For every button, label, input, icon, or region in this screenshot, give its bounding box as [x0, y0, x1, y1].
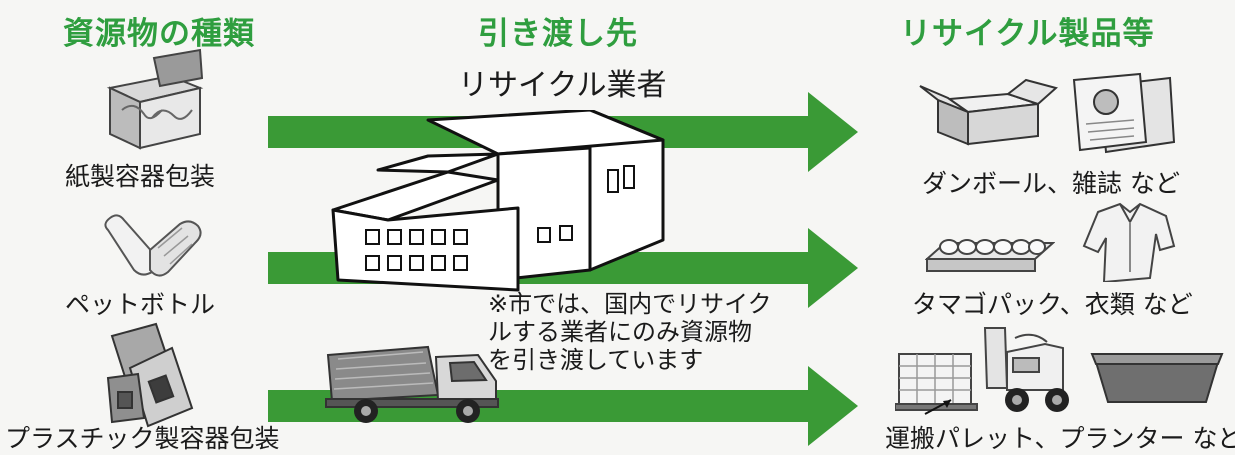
- pallet-forklift-icon: [895, 327, 1069, 415]
- paper-container-icon: [106, 48, 204, 150]
- product-label-cardboard: ダンボール、雑誌 など: [922, 169, 1180, 198]
- header-destination: 引き渡し先: [478, 16, 638, 52]
- cardboard-box-icon: [919, 78, 1058, 146]
- recycling-facility-icon: [331, 110, 665, 292]
- header-sources: 資源物の種類: [63, 16, 255, 52]
- note-line-2: ルする業者にのみ資源物: [488, 318, 752, 346]
- magazine-icon: [1072, 72, 1175, 154]
- egg-carton-icon: [925, 239, 1055, 272]
- plastic-package-icon: [106, 322, 194, 428]
- source-label-paper: 紙製容器包装: [65, 162, 216, 191]
- destination-name: リサイクル業者: [458, 68, 667, 103]
- pet-bottle-icon: [104, 214, 202, 277]
- product-label-eggpack: タマゴパック、衣類 など: [912, 290, 1193, 319]
- note-line-1: ※市では、国内でリサイク: [488, 290, 772, 318]
- clothing-icon: [1082, 202, 1176, 282]
- note-line-3: を引き渡しています: [488, 346, 704, 374]
- source-label-plastic: プラスチック製容器包装: [5, 424, 280, 453]
- planter-icon: [1090, 353, 1224, 403]
- source-label-pet: ペットボトル: [65, 290, 216, 319]
- recycling-note: ※市では、国内でリサイク ルする業者にのみ資源物 を引き渡しています: [488, 290, 818, 374]
- header-products: リサイクル製品等: [900, 16, 1155, 52]
- flow-arrow-3: [268, 366, 858, 446]
- product-label-pallet: 運搬パレット、プランター など: [885, 424, 1235, 453]
- garbage-truck-icon: [325, 345, 499, 423]
